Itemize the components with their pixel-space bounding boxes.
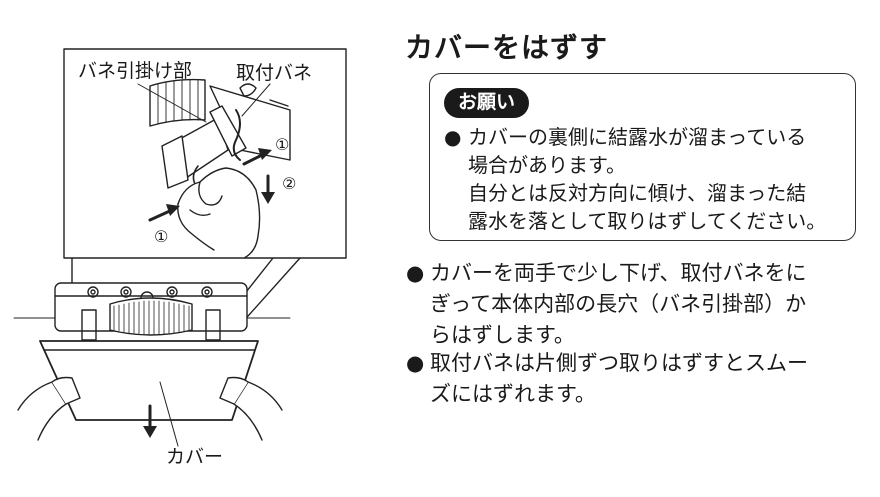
bullet-icon: ● <box>406 261 425 285</box>
instruction-line: 取付バネは片側ずつ取りはずすとスムー <box>430 351 808 375</box>
step-1-marker: ① <box>154 227 169 246</box>
label-spring-hook: バネ引掛け部 <box>78 60 193 82</box>
notice-line: 自分とは反対方向に傾け、溜まった結 <box>468 181 807 205</box>
down-arrow-icon <box>143 404 157 438</box>
notice-badge: お願い <box>444 88 530 118</box>
squeeze-arrow-icon <box>148 204 180 222</box>
detail-box <box>63 48 347 259</box>
label-cover: カバー <box>166 446 224 468</box>
notice-line: 場合があります。 <box>468 153 626 177</box>
notice-line: 露水を落として取りはずしてください。 <box>468 209 827 233</box>
instruction-item: ●カバーを両手で少し下げ、取付バネをに ぎって本体内部の長穴（バネ引掛部）か ら… <box>406 258 866 351</box>
instruction-line: ズにはずれます。 <box>430 382 596 406</box>
notice-line: カバーの裏側に結露水が溜まっている <box>468 125 807 149</box>
instruction-line: カバーを両手で少し下げ、取付バネをに <box>430 261 807 285</box>
pull-down-arrow-icon <box>261 174 275 204</box>
fan-body <box>54 282 248 341</box>
instruction-line: らはずします。 <box>430 323 575 347</box>
step-1-marker: ① <box>275 135 290 154</box>
step-2-marker: ② <box>282 174 297 193</box>
page-title: カバーをはずす <box>405 31 609 64</box>
bullet-icon: ● <box>444 125 462 149</box>
label-mounting-spring: 取付バネ <box>236 62 313 84</box>
hands <box>17 376 283 441</box>
notice-text: ●カバーの裏側に結露水が溜まっている 場合があります。 自分とは反対方向に傾け、… <box>444 123 854 235</box>
squeeze-arrow-icon <box>242 148 272 166</box>
instruction-item: ●取付バネは片側ずつ取りはずすとスムー ズにはずれます。 <box>406 348 866 410</box>
notice-box: お願い ●カバーの裏側に結露水が溜まっている 場合があります。 自分とは反対方向… <box>429 73 856 241</box>
instruction-line: ぎって本体内部の長穴（バネ引掛部）か <box>430 292 807 316</box>
bullet-icon: ● <box>406 351 425 375</box>
